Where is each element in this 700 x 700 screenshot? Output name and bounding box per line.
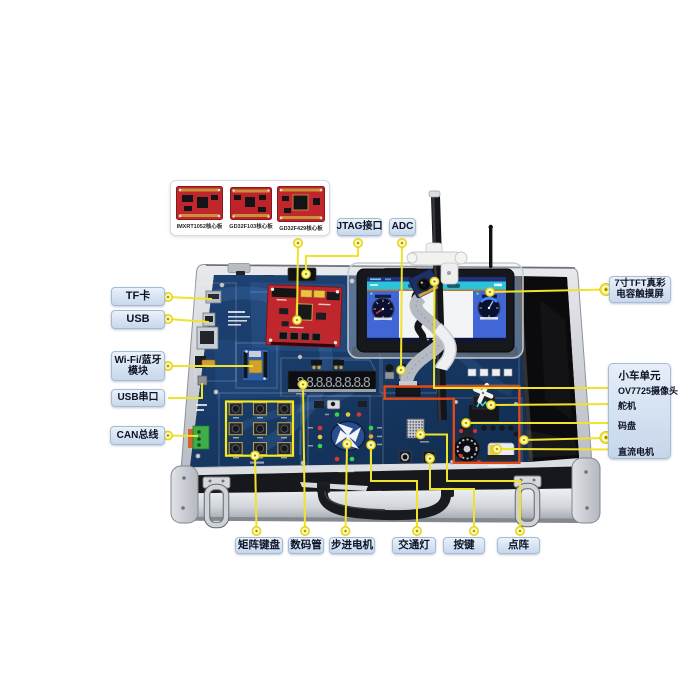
callout-can-bus: CAN总线 — [110, 426, 165, 445]
core-boards-panel: IMXRT1052核心板 GD32F103核心板 GD32F429核 — [170, 180, 330, 236]
seven-segment-digits: 8.8.8.8.8.8.8.8 — [297, 375, 371, 391]
callout-usb-label: USB — [126, 313, 150, 326]
car-unit-item-servo: 舵机 — [618, 401, 637, 411]
callout-adc-label: ADC — [391, 221, 414, 233]
callout-traffic-light-label: 交通灯 — [398, 539, 430, 552]
callout-tft: 7寸TFT真彩电容触摸屏 — [609, 276, 671, 303]
callout-digit-display-label: 数码管 — [290, 539, 322, 552]
core-board — [265, 284, 343, 348]
callout-stepper-motor-label: 步进电机 — [331, 539, 373, 552]
leader-lines — [167, 242, 617, 532]
car-unit-item-encoder: 码盘 — [618, 420, 637, 431]
callout-tf-card-label: TF卡 — [125, 290, 151, 303]
camera-assembly — [395, 190, 493, 420]
car-unit-highlight-box — [383, 385, 521, 464]
case-foam — [517, 276, 579, 462]
callout-adc: ADC — [389, 218, 416, 236]
core-board-imxrt1052-image — [176, 186, 223, 220]
callout-dot-matrix-label: 点阵 — [508, 539, 529, 552]
car-unit-panel: 小车单元 OV7725摄像头 舵机 码盘 直流电机 — [608, 363, 678, 459]
callout-stepper-motor: 步进电机 — [329, 537, 375, 554]
latch-right — [513, 475, 542, 528]
core-board-gd32f429: GD32F429核心板 — [277, 186, 325, 232]
case-hardware — [170, 457, 601, 529]
car-unit-item-dc-motor: 直流电机 — [618, 447, 655, 457]
callout-usb-serial: USB串口 — [111, 389, 165, 407]
callout-can-bus-label: CAN总线 — [116, 429, 159, 441]
callout-keys: 按键 — [443, 537, 485, 554]
case-handle — [300, 482, 454, 521]
callout-traffic-light: 交通灯 — [392, 537, 436, 554]
callout-jtag-label: JTAG接口 — [336, 221, 383, 233]
annotations — [163, 238, 617, 536]
stepper-section — [308, 399, 382, 462]
core-board-gd32f103: GD32F103核心板 — [229, 187, 273, 230]
callout-tft-line2: 电容触摸屏 — [616, 288, 664, 300]
car-unit-panel-title: 小车单元 — [618, 370, 661, 382]
matrix-keypad — [228, 402, 292, 459]
callout-tft-line1: 7寸TFT真彩 — [614, 277, 666, 289]
callout-wifi-bt: Wi-Fi/蓝牙模块 — [111, 351, 165, 381]
core-board-imxrt1052: IMXRT1052核心板 — [176, 186, 223, 230]
callout-matrix-keypad: 矩阵键盘 — [235, 537, 283, 554]
callout-wifi-line1: Wi-Fi/蓝牙 — [114, 354, 162, 366]
antenna — [489, 227, 493, 268]
core-board-gd32f429-image — [277, 186, 325, 222]
core-board-gd32f429-caption: GD32F429核心板 — [279, 226, 323, 232]
core-board-imxrt1052-caption: IMXRT1052核心板 — [176, 224, 223, 230]
line-nodes — [163, 238, 613, 536]
callout-digit-display: 数码管 — [288, 537, 324, 554]
callout-dot-matrix: 点阵 — [497, 537, 540, 554]
callout-usb-serial-label: USB串口 — [117, 392, 159, 404]
callout-jtag: JTAG接口 — [337, 218, 382, 236]
latch-left — [202, 476, 231, 529]
core-board-gd32f103-caption: GD32F103核心板 — [229, 224, 273, 230]
callout-matrix-keypad-label: 矩阵键盘 — [238, 539, 280, 552]
callout-keys-label: 按键 — [453, 539, 475, 552]
callout-usb: USB — [111, 310, 165, 329]
seven-segment-display: 8.8.8.8.8.8.8.8 — [287, 360, 377, 393]
car-unit-item-camera: OV7725摄像头 — [618, 385, 679, 396]
callout-tf-card: TF卡 — [111, 287, 165, 306]
callout-wifi-line2: 模块 — [128, 366, 148, 377]
core-board-gd32f103-image — [230, 187, 272, 220]
